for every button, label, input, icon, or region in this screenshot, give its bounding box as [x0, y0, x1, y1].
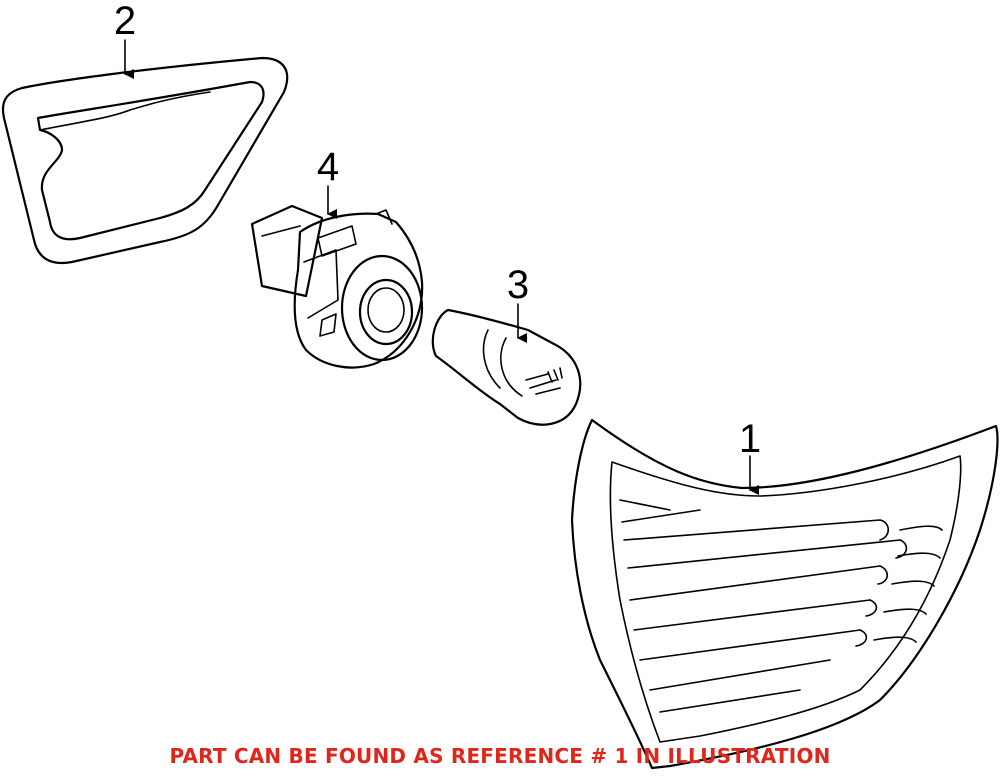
part-2-gasket — [1, 39, 289, 265]
callout-1: 1 — [739, 417, 761, 461]
callout-2: 2 — [114, 0, 136, 43]
part-1-tail-lamp — [570, 418, 999, 770]
reference-caption: PART CAN BE FOUND AS REFERENCE # 1 IN IL… — [169, 744, 831, 768]
part-4-socket — [250, 185, 424, 369]
callout-4: 4 — [317, 145, 339, 189]
part-3-bulb — [431, 303, 582, 426]
callout-3: 3 — [507, 263, 529, 307]
